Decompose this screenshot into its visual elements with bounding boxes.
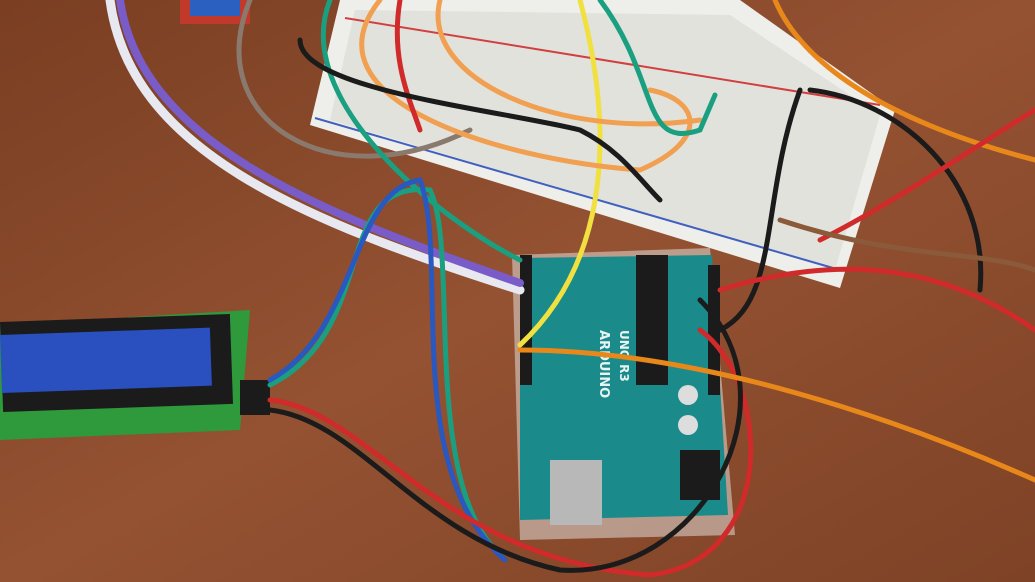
power-jack (680, 450, 720, 500)
microcontroller-chip (636, 255, 668, 385)
usb-port (550, 460, 602, 525)
arduino-uno: ARDUINO UNO R3 (512, 248, 735, 540)
module-component (190, 0, 240, 16)
arduino-brand-label: ARDUINO (596, 330, 611, 398)
lcd-16x2 (0, 310, 270, 440)
jumper-wires (105, 0, 1035, 578)
lcd-screen (0, 327, 212, 393)
